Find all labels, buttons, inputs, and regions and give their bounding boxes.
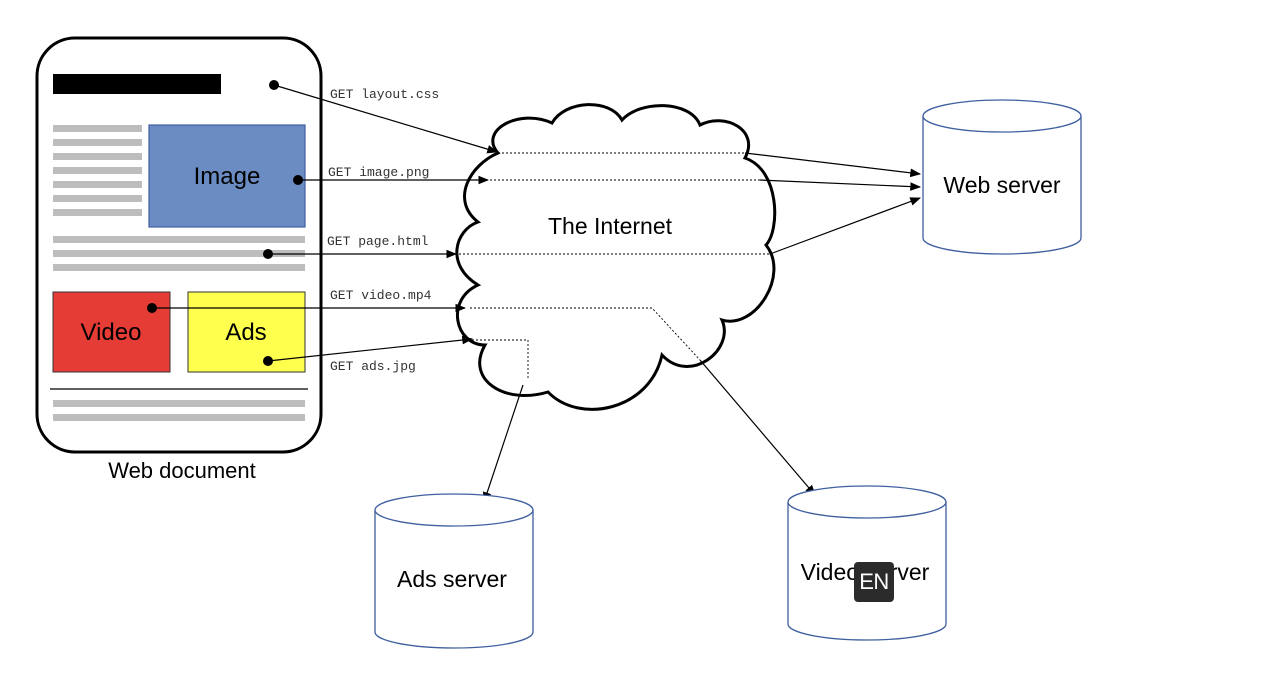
ads-server: Ads server xyxy=(374,493,534,649)
server-arrows xyxy=(482,152,922,504)
text-line xyxy=(53,264,305,271)
request-label-ads: GET ads.jpg xyxy=(330,359,416,374)
text-line xyxy=(53,250,305,257)
image-box xyxy=(148,124,306,228)
cloud-routes xyxy=(455,152,770,380)
text-line xyxy=(53,167,142,174)
document-frame xyxy=(35,36,323,454)
request-arrows xyxy=(152,84,499,362)
text-line xyxy=(53,181,142,188)
arrow-to-video xyxy=(699,359,816,496)
text-line xyxy=(53,236,305,243)
document-text-lines xyxy=(53,125,305,421)
text-line xyxy=(53,125,142,132)
ads-label: Ads xyxy=(225,319,266,346)
arrow-to-web-3 xyxy=(769,197,922,255)
ads-server-label: Ads server xyxy=(397,566,507,592)
request-label-video: GET video.mp4 xyxy=(330,288,432,303)
text-line xyxy=(53,139,142,146)
internet-cloud: The Internet xyxy=(455,103,777,411)
text-line xyxy=(53,400,305,407)
text-line xyxy=(53,209,142,216)
cloud-shape xyxy=(455,103,777,411)
request-origin-dots xyxy=(147,80,303,366)
arrow-ads xyxy=(267,335,474,362)
web-document: Image Video Ads Web document xyxy=(35,36,323,483)
arrow-to-web-1 xyxy=(744,152,922,178)
document-caption: Web document xyxy=(108,458,256,483)
cloud-label: The Internet xyxy=(548,213,673,239)
arrow-to-web-2 xyxy=(759,179,922,191)
language-badge[interactable]: EN xyxy=(854,562,894,602)
image-label: Image xyxy=(194,163,261,190)
arrow-to-ads xyxy=(482,384,524,504)
request-label-page: GET page.html xyxy=(327,234,429,249)
request-label-image: GET image.png xyxy=(328,165,429,180)
text-line xyxy=(53,414,305,421)
text-line xyxy=(53,195,142,202)
web-server: Web server xyxy=(922,99,1082,255)
web-server-label: Web server xyxy=(943,172,1061,198)
request-label-css: GET layout.css xyxy=(330,87,439,102)
text-line xyxy=(53,153,142,160)
arrow-css xyxy=(273,84,499,154)
document-title-bar xyxy=(53,74,221,94)
video-label: Video xyxy=(81,319,142,346)
